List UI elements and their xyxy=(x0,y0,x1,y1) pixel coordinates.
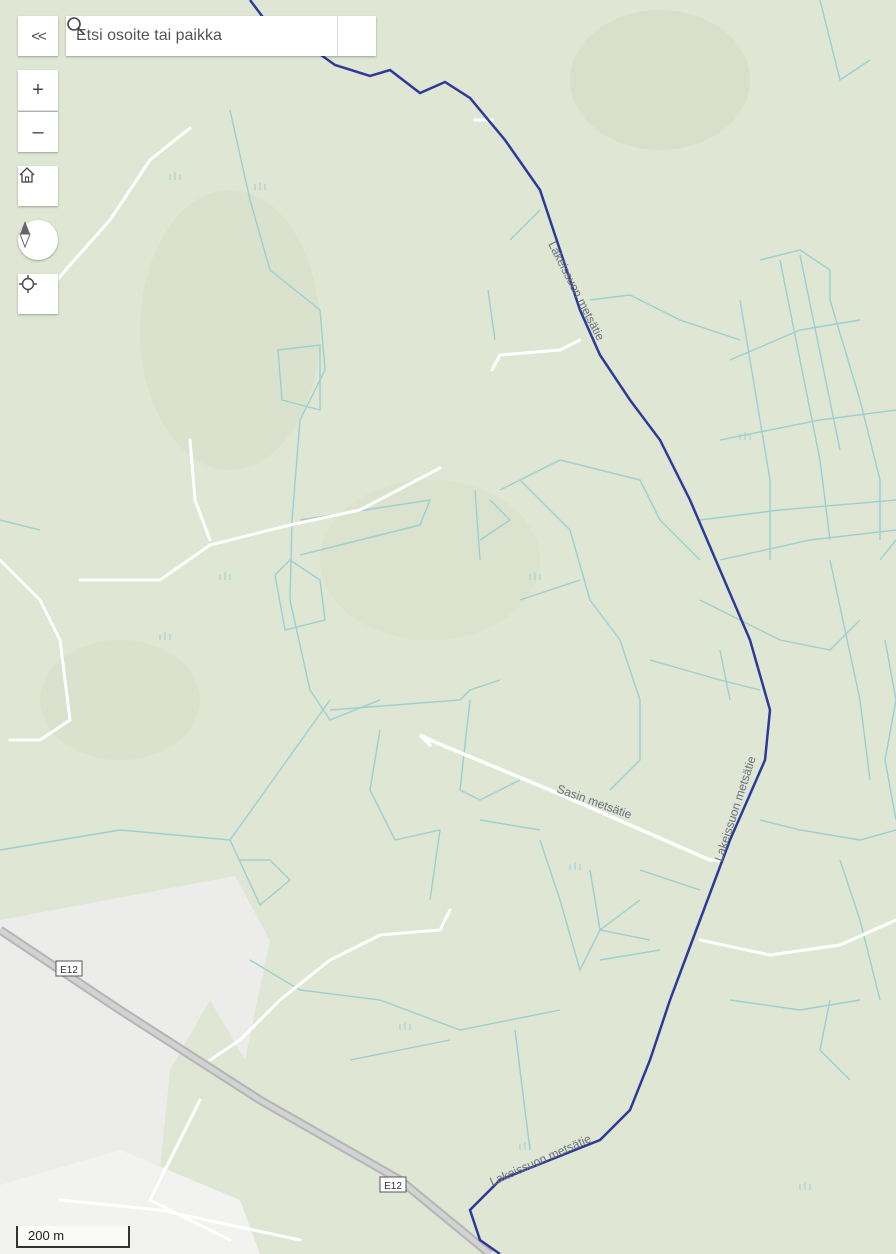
zoom-in-label: + xyxy=(32,78,44,101)
compass-icon xyxy=(19,221,31,248)
marsh-symbols xyxy=(159,172,811,1190)
highlighted-route xyxy=(249,0,772,1254)
hill-shade xyxy=(140,190,320,470)
collapse-panel-button[interactable]: << xyxy=(18,16,58,56)
highway-shield-top: E12 xyxy=(55,960,83,977)
search-icon xyxy=(67,17,85,35)
hill-shade xyxy=(40,640,200,760)
locate-button[interactable] xyxy=(18,274,58,314)
search-button[interactable] xyxy=(67,16,376,56)
scale-bar: 200 m xyxy=(16,1226,130,1248)
ditch-network xyxy=(0,0,896,1151)
zoom-in-button[interactable]: + xyxy=(18,70,58,111)
search-input[interactable] xyxy=(66,17,337,55)
hill-shade xyxy=(320,480,540,640)
hill-shade xyxy=(570,10,750,150)
collapse-label: << xyxy=(31,27,46,45)
home-button[interactable] xyxy=(18,166,58,206)
zoom-out-button[interactable]: – xyxy=(18,112,58,152)
road-network xyxy=(0,118,896,1242)
shield-label: E12 xyxy=(384,1181,402,1192)
zoom-out-label: – xyxy=(32,120,44,143)
highway-shield-bottom: E12 xyxy=(379,1176,407,1193)
scale-label: 200 m xyxy=(28,1228,65,1243)
shield-label: E12 xyxy=(60,965,78,976)
home-icon xyxy=(19,167,35,183)
locate-icon xyxy=(19,275,37,293)
search-box[interactable] xyxy=(66,16,376,56)
compass-button[interactable] xyxy=(18,220,58,260)
highway-e12-inner xyxy=(0,927,492,1254)
